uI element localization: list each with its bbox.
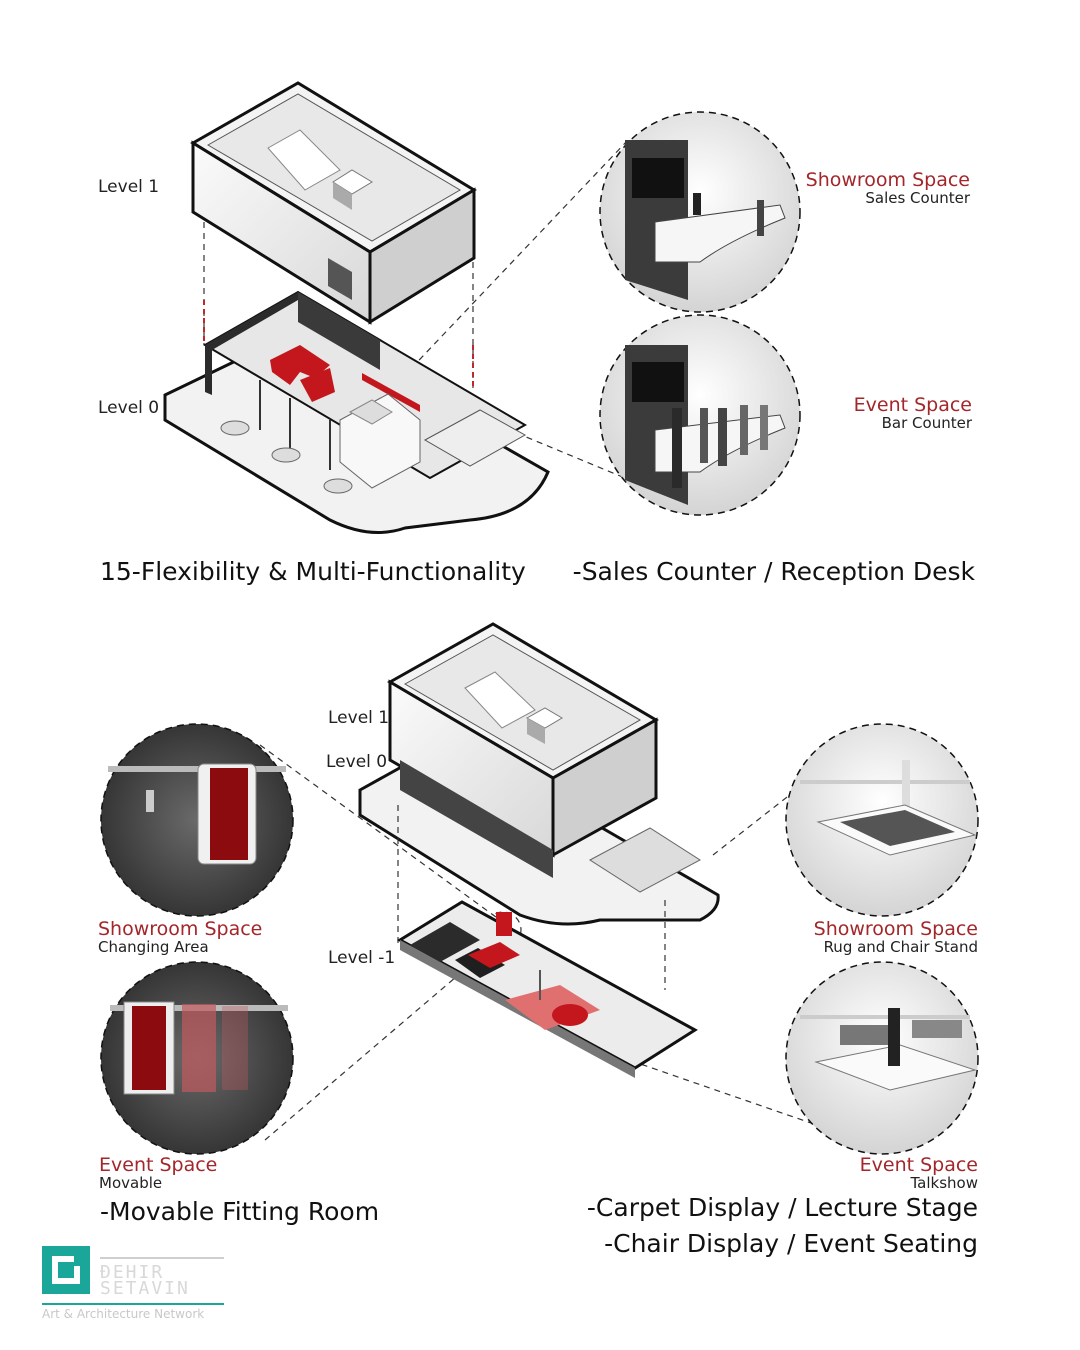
left2-sub: Movable [99,1174,163,1192]
right2-label: Event Space Talkshow [860,1155,978,1191]
logo-wordmark-2: SETAVIN [100,1278,190,1299]
bottom-level1-label: Level 1 [328,708,390,728]
logo-tagline: Art & Architecture Network [42,1307,205,1321]
top-circle-sales-counter [599,111,801,313]
right1-title: Showroom Space [813,918,978,940]
bottom-caption-right-1: -Carpet Display / Lecture Stage [586,1193,978,1222]
left1-label: Showroom Space Changing Area [98,919,262,955]
bottom-level1-level0-model [358,622,720,926]
top-circle2-label: Event Space Bar Counter [854,395,972,431]
logo-mark [42,1246,224,1305]
top-level0-model [163,290,550,534]
top-level1-label: Level 1 [98,177,160,197]
bottom-caption-left: -Movable Fitting Room [100,1197,380,1226]
top-level1-model [190,81,477,325]
right-circle-rug-stand [785,723,979,917]
left-circle-changing-area [100,723,294,917]
bottom-levelm1-model [397,900,698,1078]
bottom-caption-right-2: -Chair Display / Event Seating [604,1229,978,1258]
top-level0-label: Level 0 [98,398,160,418]
left1-sub: Changing Area [98,938,209,956]
left2-title: Event Space [99,1154,218,1176]
top-circle-bar-counter [599,314,801,516]
top-caption-right: -Sales Counter / Reception Desk [572,557,975,586]
top-circle2-title: Event Space [853,394,972,416]
top-circle1-sub: Sales Counter [865,189,970,207]
right-circle-talkshow [785,961,979,1155]
bottom-levelm1-label: Level -1 [328,948,396,968]
logo-wordmark-1: ÐEHIR [100,1262,165,1283]
bottom-level0-label: Level 0 [326,752,388,772]
top-caption-left: 15-Flexibility & Multi-Functionality [100,557,526,586]
top-circle1-title: Showroom Space [805,169,970,191]
top-circle2-sub: Bar Counter [881,414,972,432]
right2-title: Event Space [859,1154,978,1176]
top-circle1-label: Showroom Space Sales Counter [806,170,970,206]
right2-sub: Talkshow [910,1174,979,1192]
left2-label: Event Space Movable [99,1155,217,1191]
left-circle-movable [100,961,294,1155]
right1-label: Showroom Space Rug and Chair Stand [814,919,978,955]
right1-sub: Rug and Chair Stand [823,938,978,956]
left1-title: Showroom Space [98,918,263,940]
